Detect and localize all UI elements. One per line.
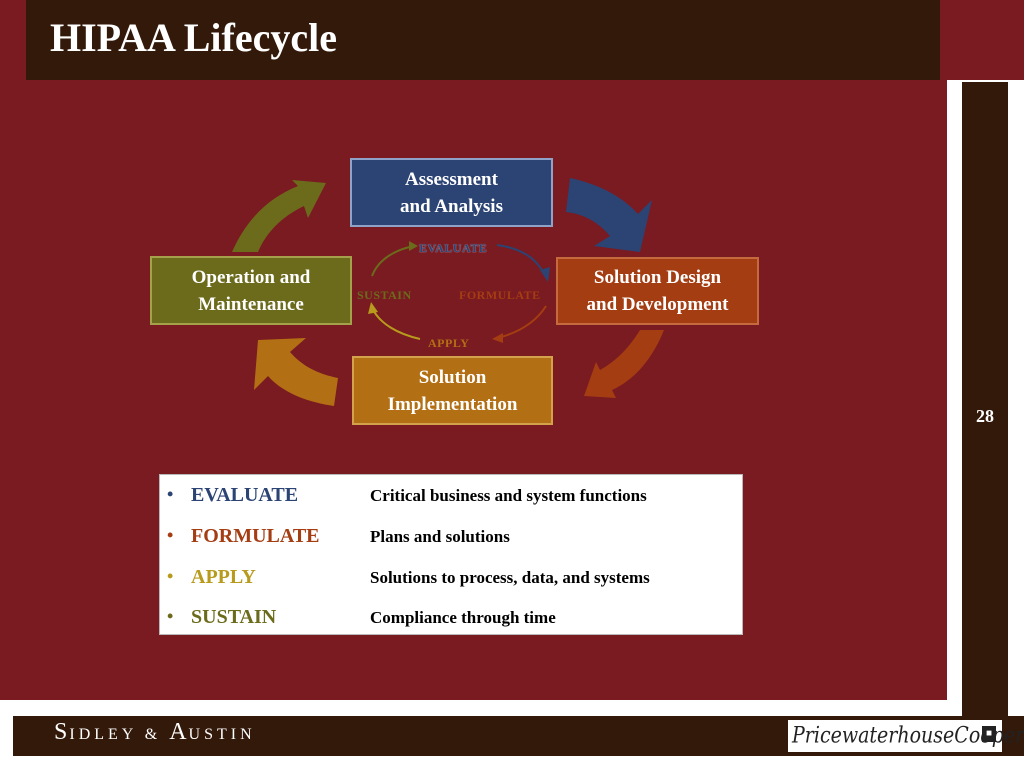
legend-desc-evaluate: Critical business and system functions: [370, 486, 647, 505]
logo-letter: S: [54, 719, 70, 745]
legend-term-apply: APPLY: [191, 566, 256, 588]
logo-letter: A: [169, 719, 189, 745]
title-bar: [26, 0, 940, 80]
arrow-design-to-implementation: [584, 330, 664, 398]
sidley-austin-logo: SIDLEY & AUSTIN: [54, 719, 256, 748]
legend-desc-apply: Solutions to process, data, and systems: [370, 568, 650, 587]
slide-title: HIPAA Lifecycle: [50, 15, 337, 60]
legend-term-sustain: SUSTAIN: [191, 606, 277, 628]
legend-desc-formulate: Plans and solutions: [370, 527, 510, 546]
inner-arrow-apply: [371, 307, 421, 340]
legend-item: • FORMULATE Plans and solutions: [160, 525, 744, 555]
lifecycle-diagram: [232, 178, 664, 406]
right-divider: [947, 80, 962, 768]
bullet: •: [167, 484, 174, 504]
inner-arrow-formulate-head: [492, 333, 503, 343]
inner-label-sustain: SUSTAIN: [357, 288, 412, 302]
right-sidebar: [962, 82, 1008, 752]
solution-design-label: Solution Design and Development: [586, 267, 729, 315]
inner-arrow-evaluate-head: [540, 267, 550, 282]
pwc-logo-background: [788, 720, 1002, 752]
legend-term-evaluate: EVALUATE: [191, 484, 299, 506]
inner-label-evaluate: EVALUATE: [419, 241, 488, 255]
logo-text: USTIN: [188, 726, 256, 743]
inner-arrow-formulate: [497, 305, 547, 339]
pwc-mark-icon: ■: [982, 726, 996, 742]
assessment-label: Assessment and Analysis: [400, 168, 503, 217]
arrow-assessment-to-design: [566, 178, 652, 252]
bullet: •: [167, 566, 174, 586]
legend-item: • EVALUATE Critical business and system …: [160, 484, 744, 514]
inner-arrow-apply-head: [368, 302, 378, 314]
solution-implementation-label: Solution Implementation: [387, 366, 518, 415]
top-right-block: [940, 0, 1024, 80]
inner-label-apply: APPLY: [428, 336, 470, 350]
assessment-box: Assessment and Analysis: [350, 158, 553, 227]
solution-implementation-box: Solution Implementation: [352, 356, 553, 425]
legend-item: • SUSTAIN Compliance through time: [160, 606, 744, 636]
inner-label-formulate: FORMULATE: [459, 288, 541, 302]
legend-term-formulate: FORMULATE: [191, 525, 320, 547]
legend-item: • APPLY Solutions to process, data, and …: [160, 566, 744, 596]
legend-box: • EVALUATE Critical business and system …: [159, 474, 743, 635]
logo-text: IDLEY: [69, 726, 137, 743]
operation-box: Operation and Maintenance: [150, 256, 352, 325]
inner-arrow-sustain: [371, 245, 415, 277]
inner-arrow-sustain-head: [409, 241, 418, 251]
page-number: 28: [976, 406, 994, 426]
bullet: •: [167, 606, 174, 626]
arrow-operation-to-assessment: [232, 180, 326, 252]
solution-design-box: Solution Design and Development: [556, 257, 759, 325]
operation-label: Operation and Maintenance: [191, 266, 311, 315]
logo-ampersand: &: [144, 726, 162, 743]
arrow-implementation-to-operation: [254, 338, 338, 406]
bullet: •: [167, 525, 174, 545]
inner-arrow-evaluate: [496, 244, 546, 277]
legend-desc-sustain: Compliance through time: [370, 608, 556, 627]
